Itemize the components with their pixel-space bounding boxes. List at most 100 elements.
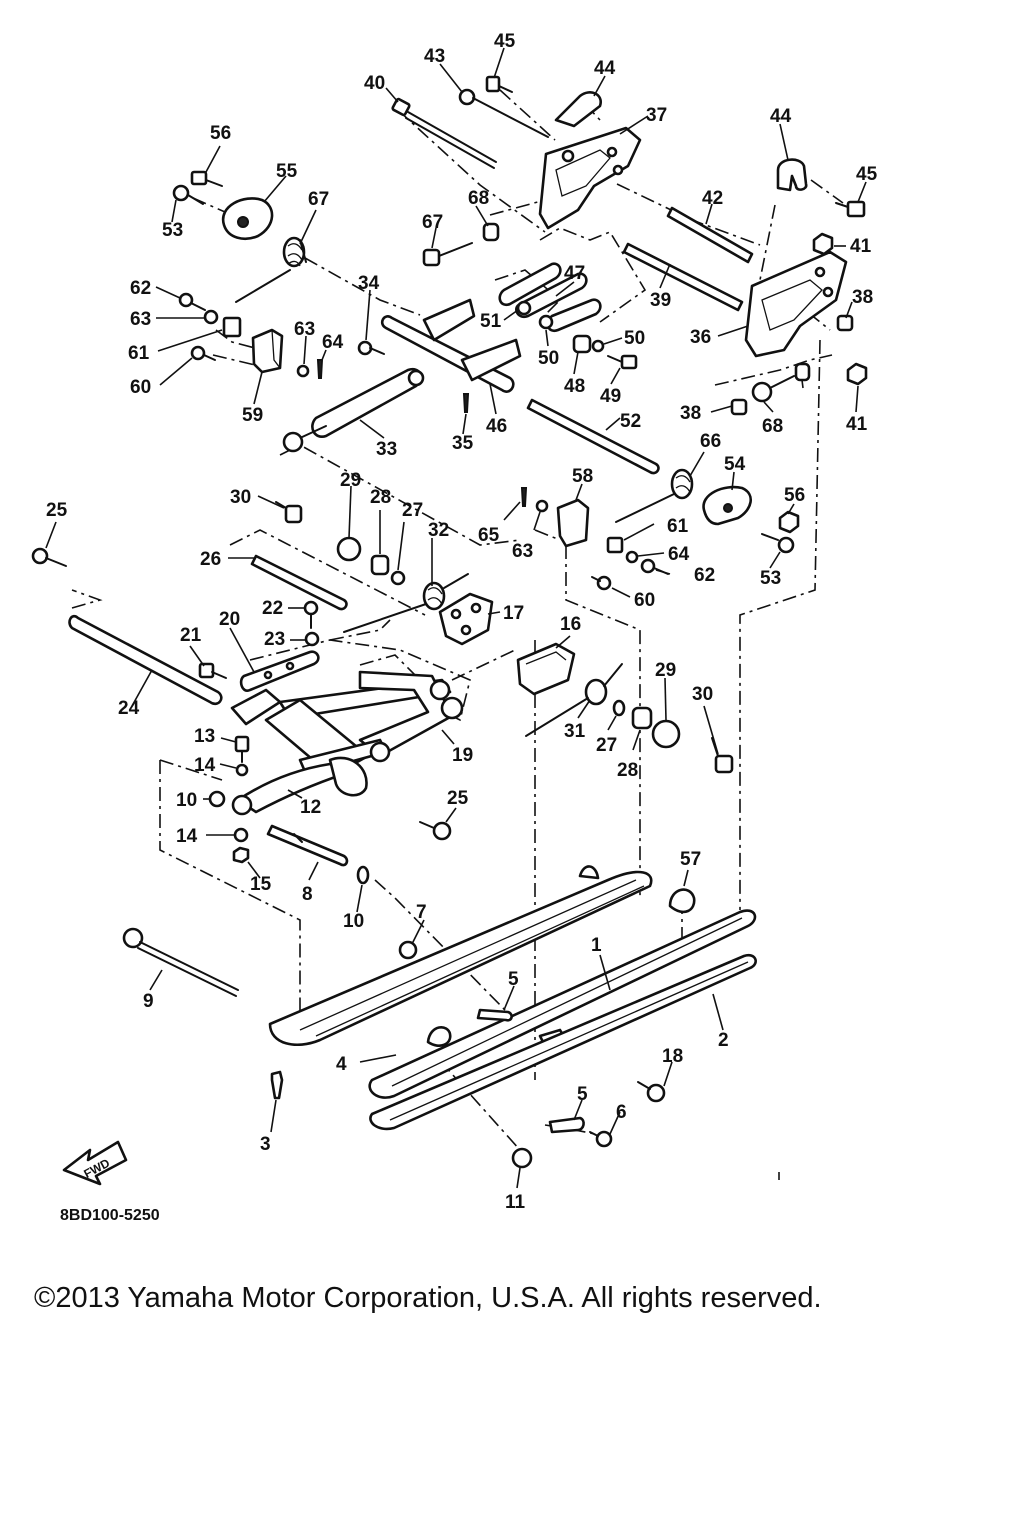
callout-50-left: 50 — [538, 348, 559, 369]
callout-leaders — [45, 47, 867, 1189]
bolt-60-right — [591, 575, 612, 591]
washer-63-left — [203, 309, 219, 325]
nut-41-top — [812, 232, 834, 256]
callout-21: 21 — [180, 625, 202, 646]
mount-55 — [221, 197, 274, 240]
bracket-17 — [438, 592, 494, 646]
callout-30-lower: 30 — [692, 684, 713, 705]
callout-10-left: 10 — [176, 790, 197, 811]
bolt-25-left — [31, 547, 67, 567]
spring-32 — [343, 573, 469, 633]
collar-28-lower — [631, 706, 653, 730]
callout-61-right: 61 — [667, 516, 689, 537]
callout-44-right: 44 — [770, 106, 792, 127]
callout-3: 3 — [260, 1134, 271, 1155]
callout-58: 58 — [572, 466, 593, 487]
washer-27-top — [390, 570, 406, 586]
callout-63-center: 63 — [294, 319, 315, 340]
part-group-upper-right — [730, 158, 868, 416]
mount-54 — [702, 485, 752, 526]
bolt-45-right — [835, 200, 866, 218]
clip-5-bottom — [548, 1116, 585, 1134]
callout-46: 46 — [486, 416, 507, 437]
collar-48 — [572, 334, 592, 354]
washer-50-left — [538, 314, 554, 330]
callout-24: 24 — [118, 698, 140, 719]
callout-27-top: 27 — [402, 500, 423, 521]
callout-34: 34 — [358, 273, 380, 294]
callout-29-top: 29 — [340, 470, 361, 491]
callout-11: 11 — [505, 1192, 526, 1213]
callout-54: 54 — [724, 454, 746, 475]
washer-14-top — [235, 763, 249, 777]
part-group-rails — [122, 865, 757, 1169]
bracket-16 — [516, 642, 576, 696]
callout-25-center: 25 — [447, 788, 469, 809]
arm-12 — [231, 756, 368, 816]
callout-39: 39 — [650, 290, 671, 311]
bolt-22 — [303, 600, 319, 629]
callout-labels: 1 2 3 4 5 5 6 7 8 9 10 10 11 12 13 14 14… — [46, 31, 878, 1213]
callout-30-top: 30 — [230, 487, 251, 508]
screw-3 — [270, 1070, 284, 1100]
callout-9: 9 — [143, 991, 154, 1012]
bolt-6 — [589, 1130, 613, 1148]
callout-40: 40 — [364, 73, 385, 94]
bolt-67-right — [751, 375, 795, 403]
part-group-middle-right — [520, 398, 800, 591]
callout-33: 33 — [376, 439, 397, 460]
stopper-57 — [668, 888, 696, 914]
bolt-13 — [234, 735, 250, 763]
callout-14-top: 14 — [194, 755, 216, 776]
callout-10-center: 10 — [343, 911, 364, 932]
bracket-37 — [538, 126, 642, 230]
callout-44-top: 44 — [594, 58, 616, 79]
callout-5-bottom: 5 — [577, 1084, 588, 1105]
callout-49: 49 — [600, 386, 621, 407]
callout-23: 23 — [264, 629, 285, 650]
washer-10-left — [208, 790, 226, 808]
callout-25-left: 25 — [46, 500, 68, 521]
bolt-21 — [198, 662, 227, 679]
callout-6: 6 — [616, 1102, 627, 1123]
cap-44-top — [554, 91, 602, 128]
callout-67-top: 67 — [422, 212, 443, 233]
callout-50-right: 50 — [624, 328, 645, 349]
callout-36: 36 — [690, 327, 711, 348]
callout-16: 16 — [560, 614, 581, 635]
callout-63-right: 63 — [512, 541, 533, 562]
bolt-34 — [357, 340, 385, 356]
callout-63-left: 63 — [130, 309, 151, 330]
callout-43: 43 — [424, 46, 445, 67]
callout-45-top: 45 — [494, 31, 516, 52]
part-group-upper-center — [282, 75, 754, 453]
callout-19: 19 — [452, 745, 473, 766]
spring-66 — [235, 236, 307, 303]
callout-28-lower: 28 — [617, 760, 638, 781]
callout-56-left: 56 — [210, 123, 231, 144]
bolt-67-top — [422, 242, 473, 267]
bolt-53-right — [761, 533, 795, 554]
bolt-38-bottom — [730, 398, 748, 416]
callout-12: 12 — [300, 797, 321, 818]
washer-63-center — [296, 364, 310, 378]
bushing-29-top — [336, 536, 362, 562]
pin-35 — [462, 393, 470, 413]
pin-64 — [316, 359, 324, 379]
cap-11 — [511, 1147, 533, 1169]
part-group-frame — [208, 642, 734, 885]
shaft-42 — [666, 206, 754, 264]
callout-1: 1 — [591, 935, 602, 956]
callout-67-right: 68 — [762, 416, 783, 437]
bolt-49 — [607, 354, 638, 370]
callout-61-left: 61 — [128, 343, 150, 364]
bolt-18 — [637, 1081, 666, 1103]
bushing-7 — [398, 940, 418, 960]
callout-56-right: 56 — [784, 485, 805, 506]
callout-64-left: 64 — [322, 332, 344, 353]
bolt-56 — [190, 170, 223, 187]
bolt-30-top — [275, 501, 303, 524]
callout-52: 52 — [620, 411, 641, 432]
callout-45-right: 45 — [856, 164, 878, 185]
